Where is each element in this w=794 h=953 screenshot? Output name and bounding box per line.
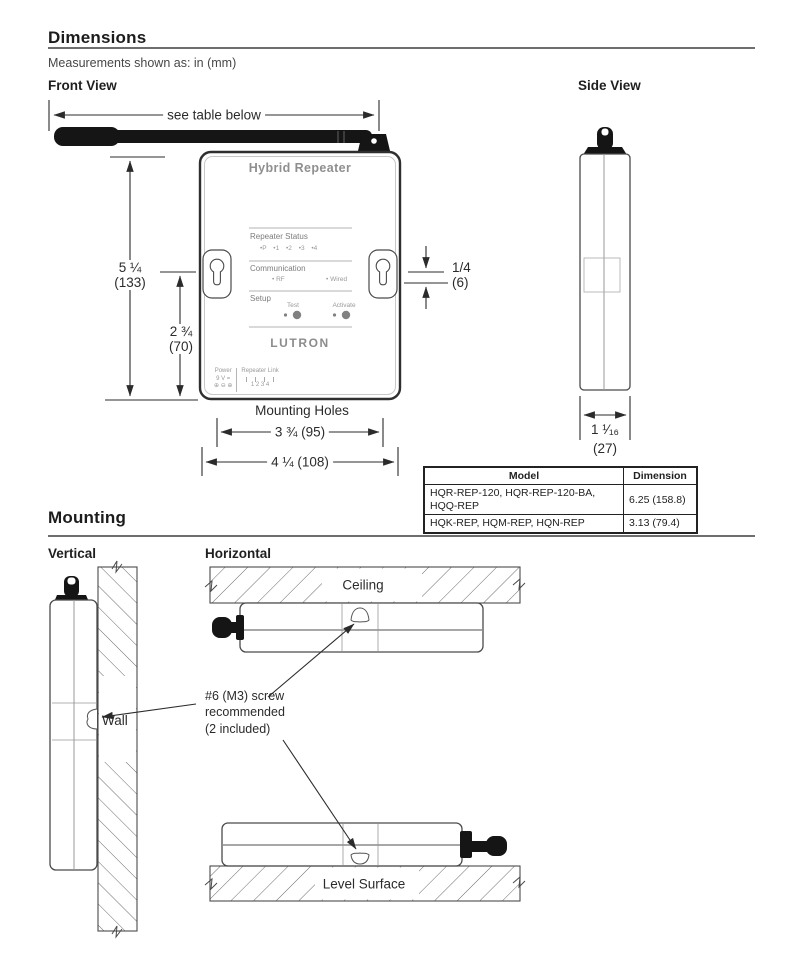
level-device-antenna: [460, 831, 507, 858]
antenna-dim-label: see table below: [163, 107, 265, 123]
terminal-divider: [236, 368, 238, 392]
level-surface-label: Level Surface: [317, 876, 411, 892]
wall-label: Wall: [102, 713, 128, 728]
side-body-outline: [579, 153, 631, 391]
setup-label: Setup: [250, 294, 271, 303]
break-mark: [204, 877, 218, 891]
antenna: [54, 127, 391, 155]
height-value: 5 ¼: [118, 260, 142, 275]
measurement-note: Measurements shown as: in (mm): [48, 56, 237, 70]
terminal-power-block: Power 9 V = ⊕ ⊖ ⊕: [214, 368, 232, 391]
hole-height-value: 2 ¾: [169, 324, 193, 339]
terminal-labels: Power 9 V = ⊕ ⊖ ⊕ Repeater Link 1 2 3 4: [214, 368, 314, 392]
screw-note: #6 (M3) screw recommended (2 included): [205, 689, 285, 736]
wall-screw-arrow: [101, 703, 197, 720]
depth-dimension: [579, 396, 631, 440]
depth-mm-label: (27): [592, 441, 618, 456]
dimension-cell: 3.13 (79.4): [623, 514, 698, 533]
lutron-logo: LUTRON: [270, 336, 330, 350]
communication-label: Communication: [250, 264, 306, 273]
vertical-device-antenna: [54, 576, 89, 602]
model-dimension-table: Model Dimension HQR-REP-120, HQR-REP-120…: [423, 466, 698, 534]
test-label: Test: [287, 302, 299, 309]
ceiling-screw: [350, 607, 370, 623]
side-antenna: [583, 127, 627, 155]
hole-offset-dim-label: 1/4 (6): [452, 260, 471, 290]
terminal-power-voltage: 9 V =: [216, 375, 231, 382]
ceiling-device-antenna: [212, 615, 244, 640]
model-cell: HQR-REP-120, HQR-REP-120-BA, HQQ-REP: [423, 484, 624, 516]
break-mark: [111, 560, 123, 574]
break-mark: [111, 925, 123, 939]
front-view-drawing: [48, 100, 448, 476]
width-dim-label: 4 ¼ (108): [267, 454, 333, 470]
terminal-link-label: Repeater Link: [241, 368, 279, 374]
device-title: Hybrid Repeater: [248, 161, 352, 175]
hole-height-dim-label: 2 ¾ (70): [164, 324, 198, 354]
activate-label: Activate: [332, 302, 356, 309]
hole-height-mm-value: (70): [168, 339, 194, 354]
depth-dim-label: 1 ¹⁄₁₆: [586, 422, 624, 437]
side-view-drawing: [579, 127, 631, 440]
mounting-heading: Mounting: [48, 508, 127, 527]
terminal-power-label: Power: [214, 368, 232, 374]
horizontal-label: Horizontal: [205, 546, 271, 561]
break-mark: [512, 577, 526, 591]
dimension-cell: 6.25 (158.8): [623, 484, 698, 516]
level-screw: [350, 852, 370, 865]
vertical-label: Vertical: [48, 546, 97, 561]
height-dim-label: 5 ¼ (133): [110, 260, 150, 290]
repeater-status-leds: •P •1 •2 •3 •4: [260, 245, 318, 252]
terminal-pin-numbers: 1 2 3 4: [250, 381, 270, 388]
mounting-keyhole-left: [202, 249, 232, 299]
mounting-keyhole-right: [368, 249, 398, 299]
hole-offset-mm-value: (6): [452, 275, 469, 290]
vertical-mounting-drawing: [49, 560, 197, 939]
mounting-holes-label: Mounting Holes: [255, 403, 349, 418]
table-header-row: Model Dimension: [423, 466, 698, 486]
terminal-polarity-icons: ⊕ ⊖ ⊕: [214, 383, 233, 389]
front-view-label: Front View: [48, 78, 117, 93]
wall-screw: [86, 708, 98, 730]
side-view-label: Side View: [578, 78, 641, 93]
terminal-pin-marks: [241, 376, 278, 382]
heading-rule: [48, 535, 755, 537]
model-cell: HQK-REP, HQM-REP, HQN-REP: [423, 514, 624, 533]
level-screw-arrow: [282, 739, 357, 850]
heading-rule: [48, 47, 755, 49]
comm-wired-label: • Wired: [326, 276, 348, 283]
break-mark: [204, 579, 218, 593]
hole-offset-dimension: [404, 246, 448, 309]
ceiling-screw-arrow: [267, 623, 355, 698]
table-row: HQK-REP, HQM-REP, HQN-REP 3.13 (79.4): [423, 514, 698, 533]
hole-offset-value: 1/4: [452, 260, 471, 275]
dimensions-heading: Dimensions: [48, 28, 147, 47]
model-column-header: Model: [423, 466, 624, 486]
repeater-status-label: Repeater Status: [250, 232, 308, 241]
dimension-column-header: Dimension: [623, 466, 698, 486]
break-mark: [512, 875, 526, 889]
height-mm-value: (133): [114, 275, 146, 290]
hole-spacing-dim-label: 3 ¾ (95): [270, 424, 330, 440]
table-row: HQR-REP-120, HQR-REP-120-BA, HQQ-REP 6.2…: [423, 484, 698, 516]
comm-rf-label: • RF: [272, 276, 285, 283]
height-dimension: [105, 156, 198, 401]
setup-buttons: [283, 310, 351, 320]
ceiling-label: Ceiling: [337, 577, 389, 593]
terminal-link-block: Repeater Link 1 2 3 4: [241, 368, 278, 389]
